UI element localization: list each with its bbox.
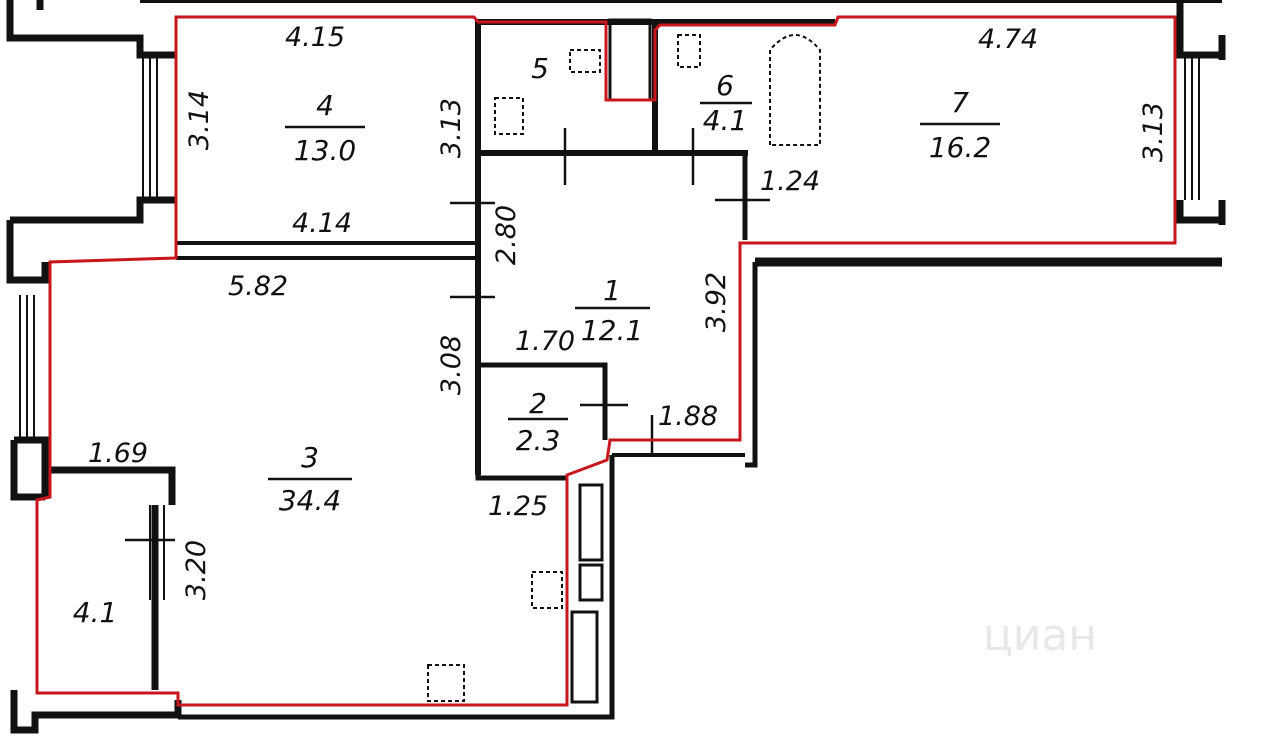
watermark-logo: циан bbox=[983, 610, 1097, 661]
room-7-area: 16.2 bbox=[929, 131, 991, 164]
dim-room7-right: 3.13 bbox=[1138, 102, 1169, 162]
stove-icon bbox=[427, 664, 465, 702]
dim-room2-top: 1.70 bbox=[515, 326, 575, 357]
dim-corridor-upper: 2.80 bbox=[491, 205, 522, 265]
kitchen-cabinets bbox=[570, 483, 604, 704]
room-2-area: 2.3 bbox=[516, 424, 561, 457]
dim-room1-right: 3.92 bbox=[701, 272, 732, 332]
sink-icon bbox=[531, 571, 563, 609]
windows bbox=[19, 55, 1200, 600]
fixtures bbox=[427, 34, 821, 702]
room-3-area: 34.4 bbox=[279, 484, 341, 517]
dim-room1-bottom: 1.88 bbox=[658, 401, 718, 432]
dimension-labels: 4.15 3.14 3.13 4.14 4.74 3.13 1.24 2.80 … bbox=[88, 22, 1169, 600]
dim-room3-top: 5.82 bbox=[228, 271, 288, 302]
dim-room4-right: 3.13 bbox=[436, 98, 467, 158]
room-4-number: 4 bbox=[316, 89, 334, 122]
dim-room4-top: 4.15 bbox=[285, 22, 345, 53]
room-4-area: 13.0 bbox=[294, 134, 356, 167]
room-5-number: 5 bbox=[531, 52, 549, 85]
bathtub-icon bbox=[769, 34, 821, 146]
room-6-number: 6 bbox=[716, 69, 734, 102]
room-1-number: 1 bbox=[603, 274, 621, 307]
toilet-icon bbox=[677, 34, 701, 68]
dim-room1-notch: 1.24 bbox=[760, 166, 820, 197]
room-1-area: 12.1 bbox=[581, 314, 643, 347]
sink-icon bbox=[494, 97, 524, 135]
balcony-area: 4.1 bbox=[73, 596, 118, 629]
room-6-area: 4.1 bbox=[703, 104, 748, 137]
apartment-outline bbox=[35, 15, 1177, 707]
room-3-number: 3 bbox=[301, 441, 319, 474]
door-marks bbox=[125, 128, 770, 542]
toilet-icon bbox=[569, 49, 601, 73]
dim-balcony-top: 1.69 bbox=[88, 438, 148, 469]
room-labels: 4 13.0 5 6 4.1 7 16.2 1 12.1 2 2.3 3 34.… bbox=[73, 52, 1000, 629]
room-2-number: 2 bbox=[529, 387, 547, 420]
dim-room3-notch: 1.25 bbox=[488, 491, 548, 522]
dim-room7-top: 4.74 bbox=[978, 24, 1038, 55]
room-7-number: 7 bbox=[951, 86, 969, 119]
dim-room4-left: 3.14 bbox=[184, 90, 215, 150]
dim-corridor-lower: 3.08 bbox=[436, 335, 467, 395]
dim-room4-bottom: 4.14 bbox=[292, 208, 352, 239]
dim-balcony-side: 3.20 bbox=[181, 540, 212, 600]
